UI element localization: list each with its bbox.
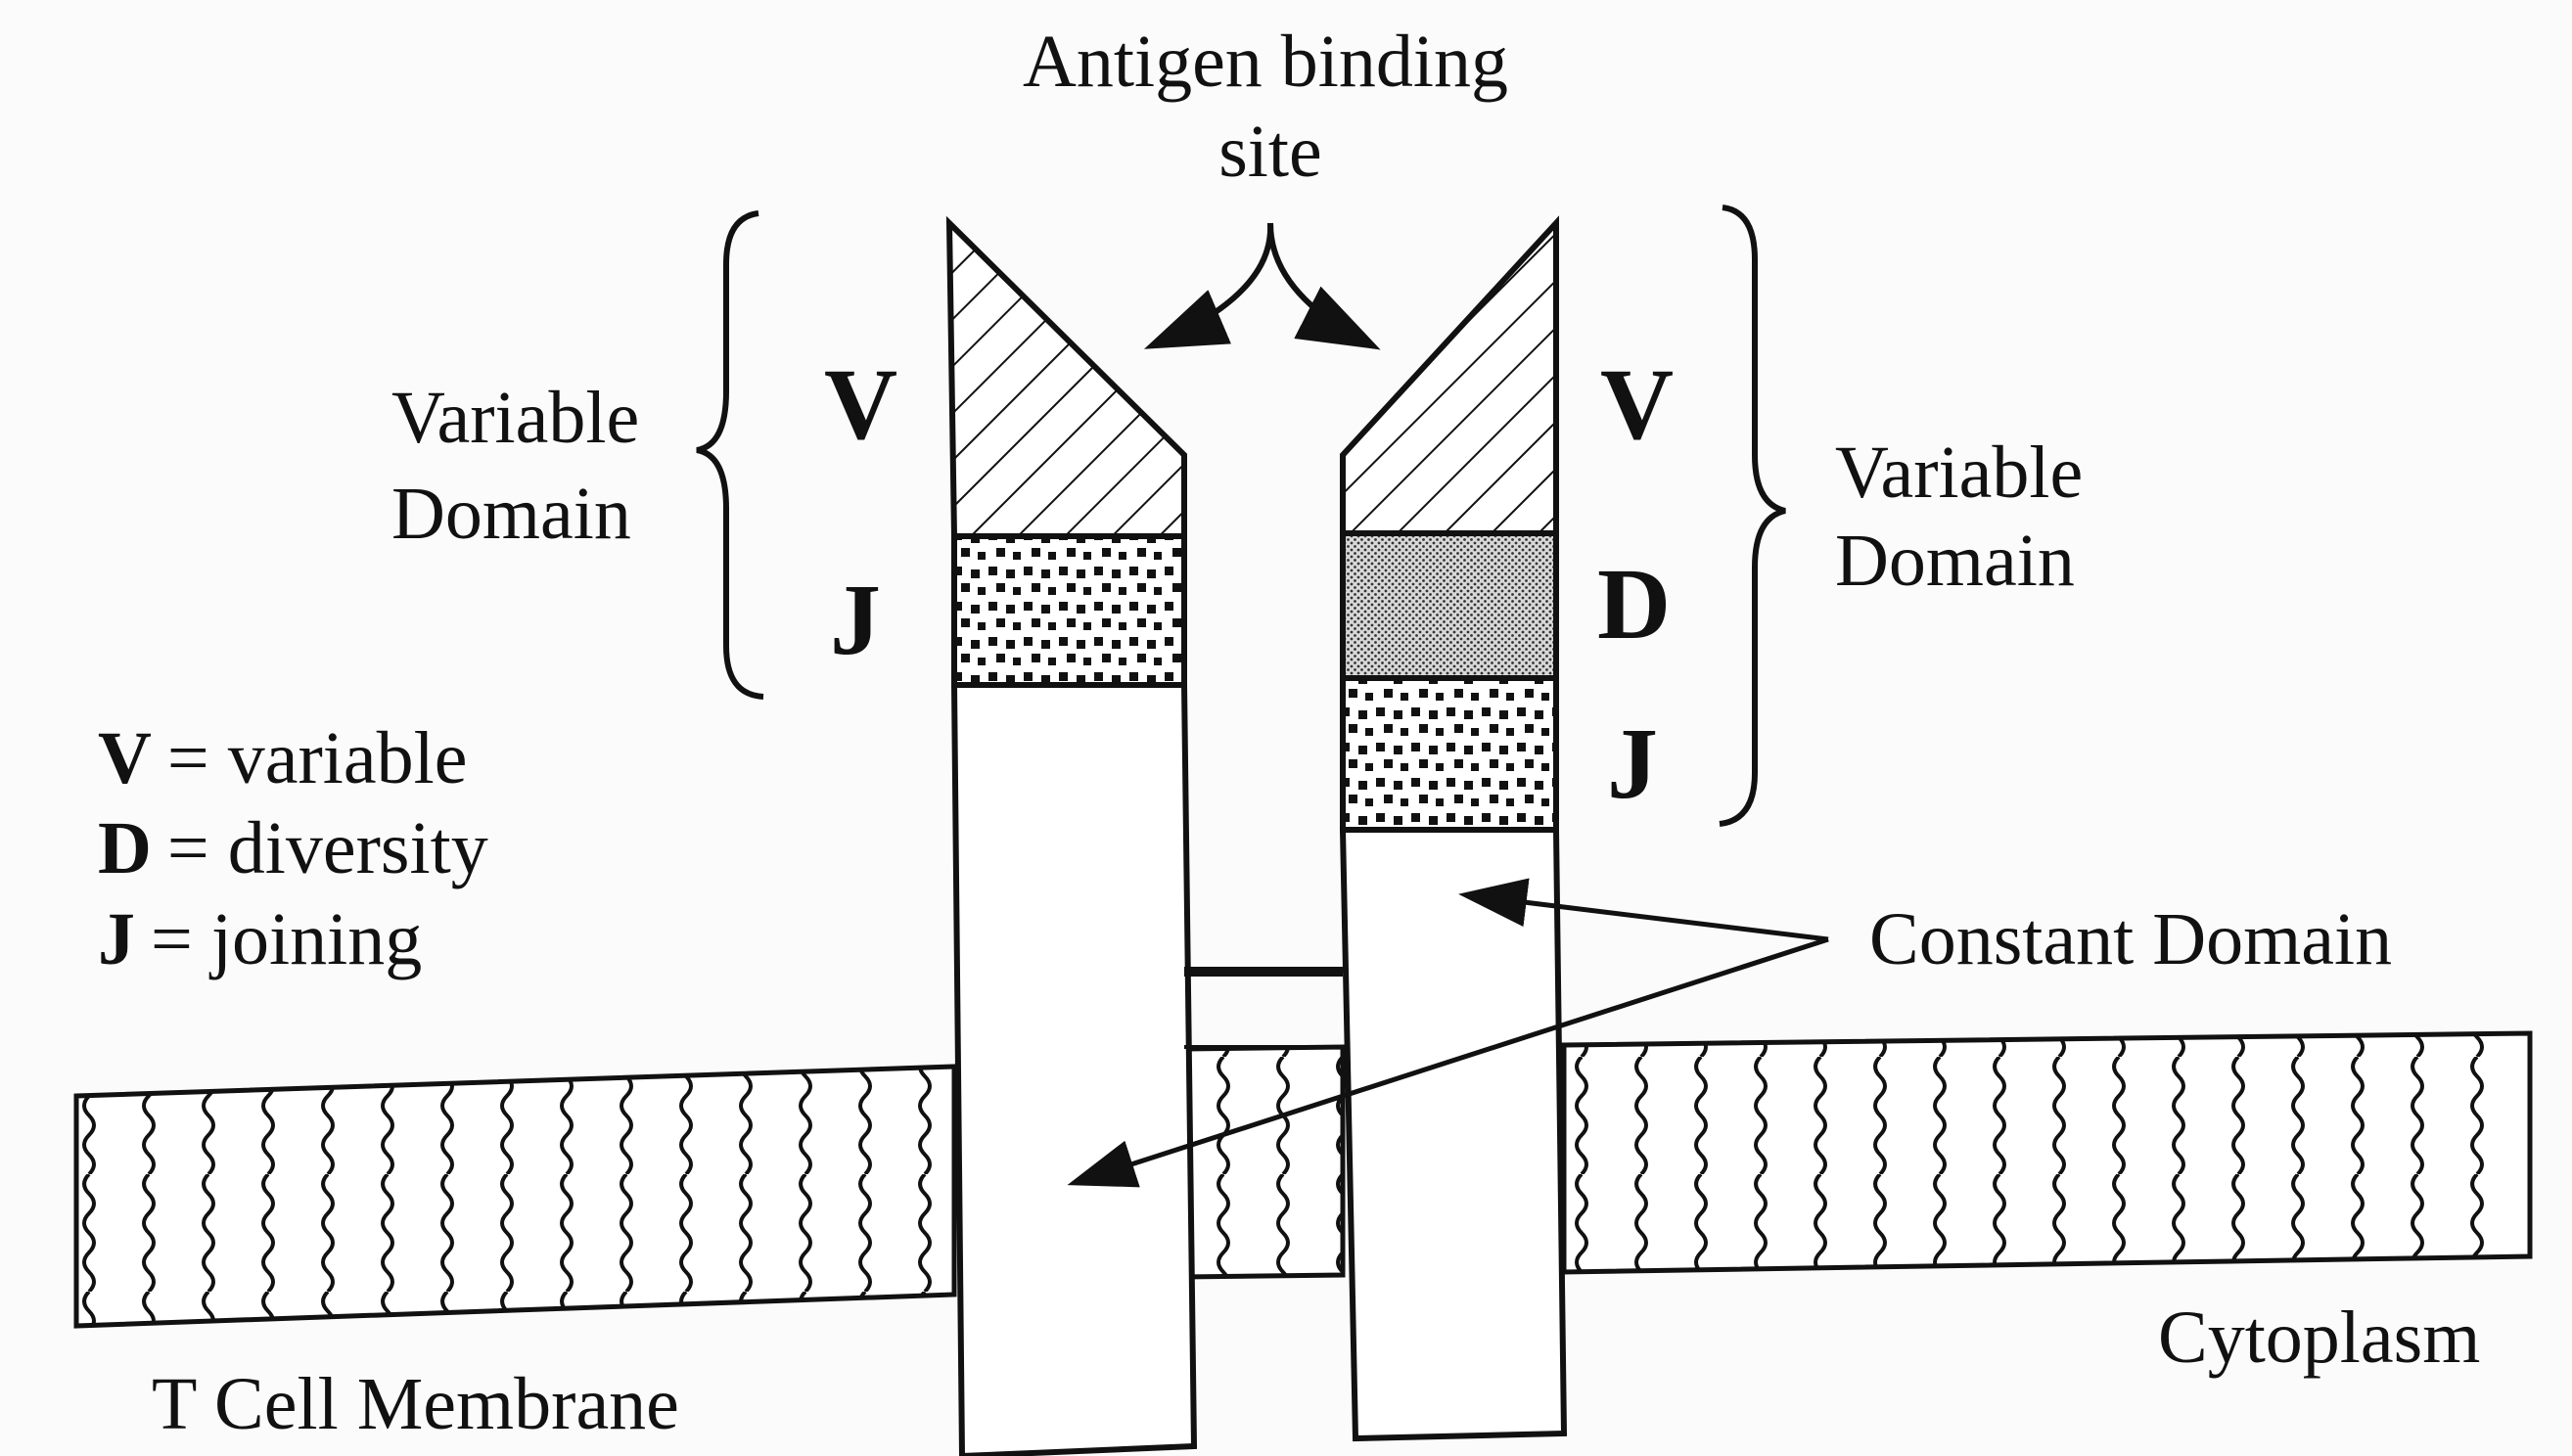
disulfide-bridge <box>1184 967 1343 1049</box>
left-chain <box>945 215 1198 1456</box>
right-v-label: V <box>1600 348 1674 461</box>
right-variable-domain-label-line1: Variable <box>1835 432 2083 514</box>
left-variable-domain-label-line2: Domain <box>391 473 631 555</box>
right-d-segment <box>1340 530 1559 681</box>
cytoplasm-label: Cytoplasm <box>2158 1297 2480 1379</box>
right-constant-segment <box>1339 827 1568 1442</box>
left-variable-domain-label-line1: Variable <box>391 377 639 459</box>
left-j-label: J <box>830 564 881 676</box>
right-brace <box>1719 205 1786 827</box>
right-d-label: D <box>1597 548 1671 660</box>
constant-domain-label: Constant Domain <box>1869 898 2392 980</box>
left-brace <box>696 210 764 700</box>
antigen-site-arrows <box>1143 222 1381 350</box>
cell-membrane <box>73 1030 2533 1329</box>
legend-item: J= joining <box>98 898 422 980</box>
right-chain <box>1339 215 1568 1442</box>
legend: V= variable D= diversity J= joining <box>98 717 488 980</box>
membrane-label: T Cell Membrane <box>152 1363 679 1445</box>
left-v-segment <box>945 215 1187 539</box>
constant-domain-arrows <box>1067 878 1829 1188</box>
right-variable-domain-label-line2: Domain <box>1835 520 2075 602</box>
right-j-segment <box>1340 675 1559 833</box>
left-constant-segment <box>950 682 1198 1456</box>
legend-item: D= diversity <box>98 807 488 889</box>
right-j-label: J <box>1607 707 1658 820</box>
left-j-segment <box>951 533 1187 688</box>
right-v-segment <box>1340 215 1559 536</box>
legend-item: V= variable <box>98 717 468 799</box>
left-v-label: V <box>824 348 897 461</box>
antigen-site-label-line1: Antigen binding <box>1023 21 1508 103</box>
antigen-site-label-line2: site <box>1218 111 1322 193</box>
